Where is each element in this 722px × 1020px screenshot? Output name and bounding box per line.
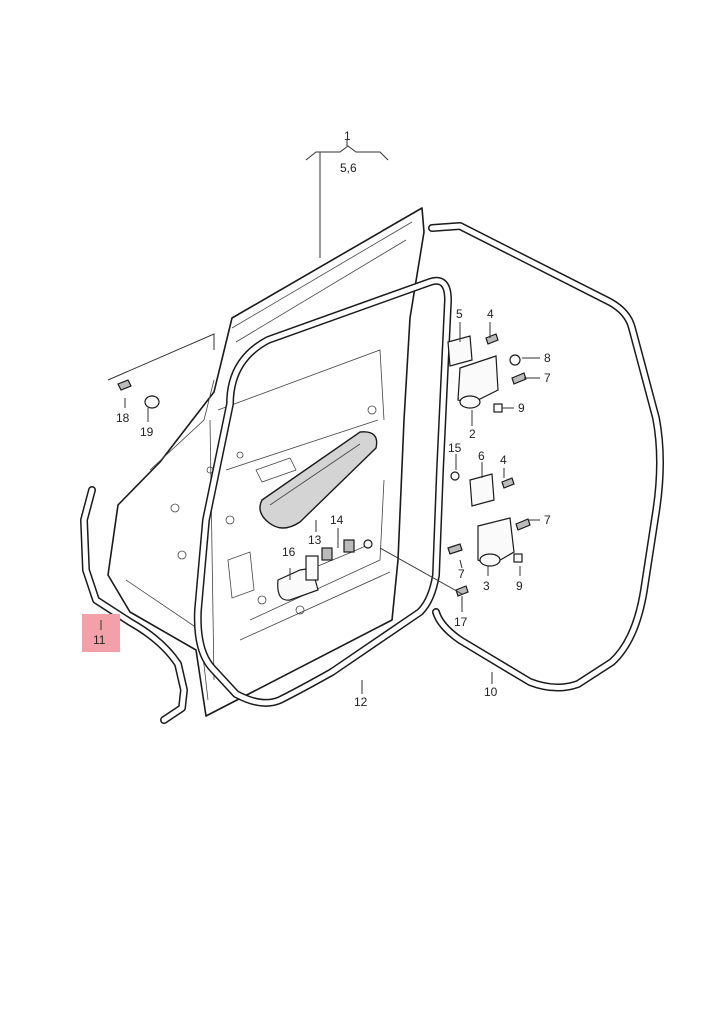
bolt-18 (117, 379, 132, 391)
callout-19: 19 (140, 425, 154, 439)
callout-8: 8 (544, 351, 551, 365)
callout-13: 13 (308, 533, 322, 547)
callout-9a: 9 (518, 401, 525, 415)
callout-9b: 9 (516, 579, 523, 593)
callout-7a: 7 (544, 371, 551, 385)
callout-2: 2 (469, 427, 476, 441)
upper-hinge (447, 333, 527, 413)
callout-17: 17 (454, 615, 468, 629)
leader-lines (107, 140, 540, 694)
callout-15: 15 (448, 441, 462, 455)
callout-4a: 4 (487, 307, 494, 321)
lower-hinge (447, 471, 531, 597)
grommet-19 (144, 395, 160, 409)
callout-12: 12 (354, 695, 368, 709)
door-handle (277, 539, 373, 601)
callout-1-sub: 5,6 (340, 161, 357, 175)
callout-11: 11 (93, 633, 106, 647)
interior-trim-pad (259, 431, 378, 529)
door-shell (107, 207, 425, 717)
callout-5: 5 (456, 307, 463, 321)
callout-3: 3 (483, 579, 490, 593)
callout-18: 18 (116, 411, 130, 425)
callout-7b: 7 (544, 513, 551, 527)
callout-6: 6 (478, 449, 485, 463)
callout-16: 16 (282, 545, 296, 559)
callout-1: 1 (344, 129, 351, 143)
callout-7c: 7 (458, 567, 465, 581)
callout-10: 10 (484, 685, 498, 699)
callout-14: 14 (330, 513, 344, 527)
callout-4b: 4 (500, 453, 507, 467)
